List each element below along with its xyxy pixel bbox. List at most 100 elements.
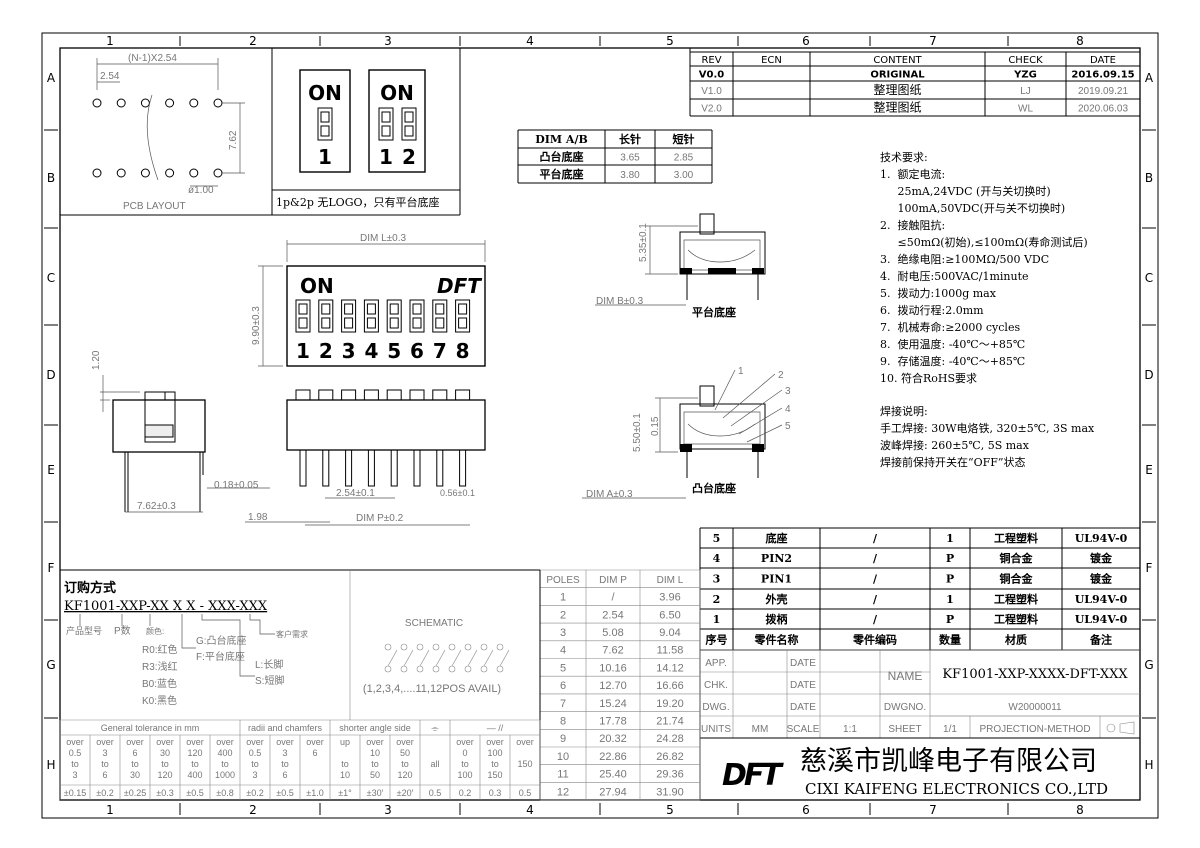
requirement-line: 7. 机械寿命:≥2000 cycles bbox=[880, 320, 1020, 334]
dim-0-56: 0.56±0.1 bbox=[440, 488, 475, 498]
tolerance-group: shorter angle side bbox=[339, 723, 411, 733]
bom-cell: 2 bbox=[713, 593, 721, 606]
company-name-cn: 慈溪市凯峰电子有限公司 bbox=[800, 746, 1097, 777]
callout-leader bbox=[738, 407, 783, 435]
pcb-hole bbox=[116, 168, 126, 178]
tolerance-range: to bbox=[341, 759, 349, 769]
pcb-hole bbox=[140, 98, 150, 108]
break-line bbox=[146, 94, 159, 181]
contact-bottom bbox=[400, 665, 408, 673]
pin bbox=[413, 449, 421, 487]
requirement-line: 6. 拨动行程:2.0mm bbox=[880, 303, 984, 317]
color-option: K0:黑色 bbox=[142, 694, 177, 707]
revision-header: DATE bbox=[1090, 55, 1116, 66]
tolerance-range: 3 bbox=[102, 748, 107, 758]
tolerance-range: 30 bbox=[160, 748, 170, 758]
ordering-title: 订购方式 bbox=[64, 580, 116, 596]
dim-l: DIM L±0.3 bbox=[360, 233, 406, 244]
zone-column-label: 8 bbox=[1076, 34, 1084, 48]
switch-number: 5 bbox=[387, 339, 401, 363]
tolerance-range: 100 bbox=[487, 748, 502, 758]
zone-column-label: 7 bbox=[929, 34, 937, 48]
bom-cell: 外壳 bbox=[765, 592, 788, 606]
poles-cell: / bbox=[611, 592, 615, 604]
poles-cell: 11.58 bbox=[657, 645, 684, 657]
zone-column-label: 1 bbox=[106, 34, 114, 48]
color-option: R0:红色 bbox=[142, 643, 178, 656]
outer-frame bbox=[41, 32, 1159, 819]
tolerance-range: 10 bbox=[370, 748, 380, 758]
front-view: 1.20 0.18±0.05 7.62±0.3 1.98 2.54±0.1 0.… bbox=[91, 350, 486, 526]
tolerance-range: to bbox=[101, 759, 109, 769]
requirement-line: 1. 额定电流: bbox=[880, 167, 945, 181]
poles-cell: 5.08 bbox=[602, 627, 623, 639]
requirement-line: 25mA,24VDC (开与关切换时) bbox=[880, 184, 1051, 198]
poles-cell: 17.78 bbox=[599, 715, 627, 727]
tolerance-range: 3 bbox=[282, 748, 287, 758]
poles-cell: 6 bbox=[560, 680, 566, 692]
bom-cell: 镀金 bbox=[1090, 551, 1113, 565]
bom-cell: UL94V-0 bbox=[1075, 532, 1128, 545]
switch-number: 4 bbox=[364, 339, 378, 363]
dim-table-cell: 3.80 bbox=[620, 170, 640, 181]
tolerance-range: 6 bbox=[102, 770, 107, 780]
switch-slot bbox=[455, 299, 471, 333]
poles-cell: 12 bbox=[557, 786, 569, 798]
dim-1-98: 1.98 bbox=[248, 512, 268, 523]
actuator bbox=[318, 389, 334, 401]
tolerance-range: up bbox=[340, 737, 350, 747]
zone-row-label: G bbox=[1144, 658, 1153, 672]
contact-top bbox=[400, 643, 408, 651]
solder-line: 焊接前保持开关在“OFF”状态 bbox=[880, 455, 1026, 469]
tolerance-group: — // bbox=[487, 723, 504, 733]
switch-number: 1 bbox=[296, 339, 310, 363]
tolerance-range: to bbox=[221, 759, 229, 769]
tolerance-range: to bbox=[491, 759, 499, 769]
tolerance-range: over bbox=[486, 737, 504, 747]
callout-leader bbox=[722, 373, 776, 419]
tolerance-range: 30 bbox=[130, 770, 140, 780]
contact-bottom bbox=[416, 665, 424, 673]
dim-2-54: 2.54±0.1 bbox=[336, 488, 375, 499]
poles-cell: 27.94 bbox=[599, 786, 627, 798]
dim-h: 9.90±0.3 bbox=[251, 306, 262, 345]
tolerance-group: ⌯ bbox=[431, 723, 439, 733]
switch-blade bbox=[451, 649, 462, 667]
switch-slot bbox=[318, 299, 334, 333]
tolerance-range: to bbox=[71, 759, 79, 769]
tolerance-range: over bbox=[96, 737, 114, 747]
dft-logo: DFT bbox=[437, 274, 482, 298]
bom-cell: UL94V-0 bbox=[1075, 593, 1128, 606]
contact-bottom bbox=[464, 665, 472, 673]
solder-title: 焊接说明: bbox=[880, 404, 928, 418]
tolerance-range: over bbox=[216, 737, 234, 747]
bom-cell: 4 bbox=[713, 552, 721, 565]
tolerance-range: over bbox=[276, 737, 294, 747]
projection-symbol-icon bbox=[1119, 721, 1135, 735]
poles-cell: 15.24 bbox=[599, 698, 627, 710]
contact-top bbox=[464, 643, 472, 651]
tolerance-range: 6 bbox=[282, 770, 287, 780]
zone-row-label: D bbox=[46, 368, 55, 382]
bom-cell: 1 bbox=[713, 613, 721, 626]
revision-cell: 2020.06.03 bbox=[1078, 104, 1128, 115]
tolerance-value: ±0.2 bbox=[96, 788, 113, 798]
requirement-line: 9. 存储温度: -40℃～+85℃ bbox=[880, 354, 1025, 368]
dwgno-label: DWGNO. bbox=[884, 702, 926, 713]
revision-cell: ORIGINAL bbox=[870, 70, 925, 81]
pcb-hole bbox=[165, 98, 175, 108]
tolerance-range: 6 bbox=[312, 748, 317, 758]
zone-column-label: 3 bbox=[384, 34, 392, 48]
tolerance-value: 0.3 bbox=[489, 788, 502, 798]
tolerance-value: ±30′ bbox=[367, 788, 384, 798]
dim-hole: ø1.00 bbox=[188, 185, 214, 196]
bom-cell: 3 bbox=[713, 573, 721, 586]
tolerance-range: 0.5 bbox=[249, 748, 262, 758]
product-model-label: 产品型号 bbox=[66, 625, 102, 636]
bom-cell: / bbox=[873, 552, 878, 565]
units: MM bbox=[752, 724, 769, 735]
pcb-holes bbox=[92, 94, 223, 181]
projection-method: PROJECTION-METHOD bbox=[979, 724, 1090, 735]
zone-row-label: E bbox=[1145, 463, 1153, 477]
bom-cell: / bbox=[873, 573, 878, 586]
